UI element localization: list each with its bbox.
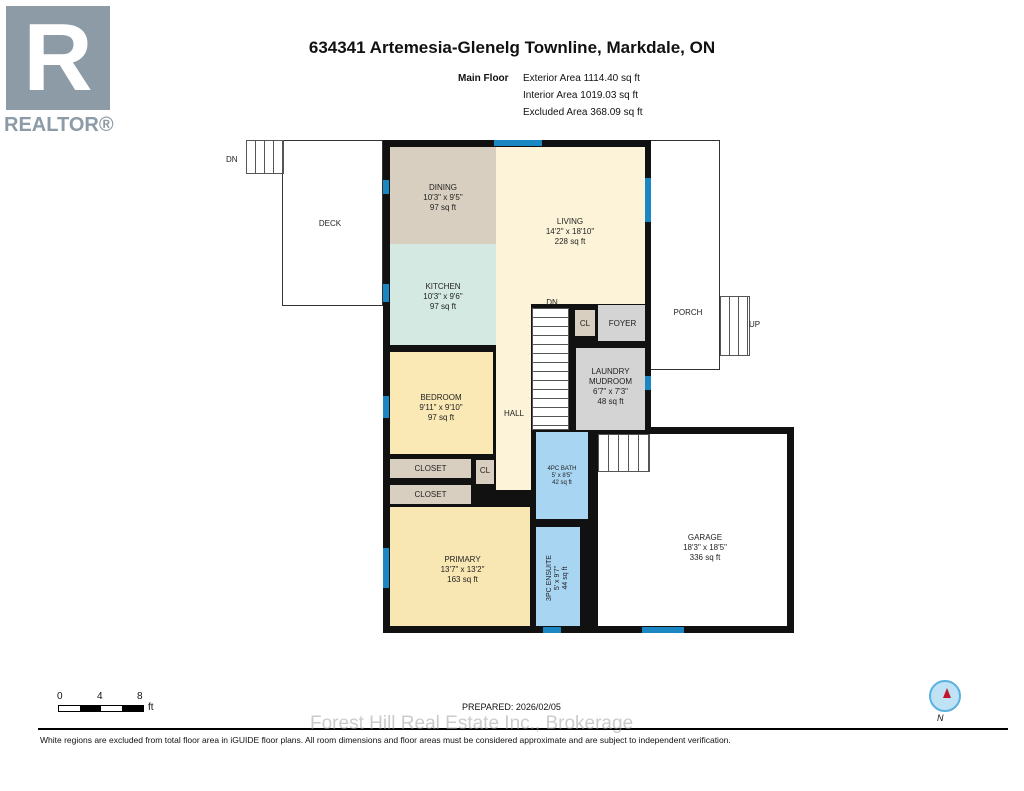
garage-stairs <box>598 434 650 472</box>
cl-label: CL <box>479 466 491 475</box>
exterior-area: Exterior Area 1114.40 sq ft <box>523 73 640 84</box>
window <box>642 627 684 633</box>
logo-text: REALTOR® <box>4 114 114 136</box>
room-4pc-bath <box>536 432 588 519</box>
name: DINING <box>429 183 457 192</box>
compass-icon <box>929 680 961 712</box>
porch-label: PORCH <box>673 308 703 317</box>
dims: 5' x 8'5" <box>551 473 573 479</box>
name: LAUNDRY MUDROOM <box>588 367 633 386</box>
scale-unit: ft <box>148 702 154 713</box>
dims: 18'3" x 18'5" <box>683 543 727 552</box>
name: GARAGE <box>687 533 723 542</box>
watermark: Forest Hill Real Estate Inc., Brokerage <box>310 713 634 734</box>
dims: 5' x 9'7" <box>554 565 561 591</box>
dn-label: DN <box>546 298 558 307</box>
dims: 10'3" x 9'5" <box>423 193 463 202</box>
room-laundry <box>576 348 645 430</box>
dims: 10'3" x 9'6" <box>423 292 463 301</box>
area: 48 sq ft <box>597 397 624 406</box>
area: 336 sq ft <box>689 553 721 562</box>
realtor-logo: R <box>6 6 110 110</box>
window <box>383 396 389 418</box>
window <box>543 627 561 633</box>
area: 42 sq ft <box>552 480 572 486</box>
dims: 14'2" x 18'10" <box>545 227 595 236</box>
area: 97 sq ft <box>429 302 457 311</box>
scale-bar <box>58 705 144 712</box>
window <box>645 376 651 390</box>
closet-2 <box>390 485 471 504</box>
area: 97 sq ft <box>429 203 457 212</box>
prepared-date: PREPARED: 2026/02/05 <box>462 702 561 712</box>
scale-tick: 8 <box>137 691 143 702</box>
window <box>383 548 389 588</box>
closet-1 <box>390 459 471 478</box>
hall-closet <box>476 460 494 484</box>
name: LIVING <box>556 217 584 226</box>
porch-stairs <box>720 296 750 356</box>
window <box>383 284 389 302</box>
name: BEDROOM <box>420 393 462 402</box>
foyer-closet <box>575 310 595 336</box>
area: 228 sq ft <box>554 237 586 246</box>
deck <box>282 140 383 306</box>
closet-label: CLOSET <box>414 464 447 473</box>
compass-label: N <box>937 713 944 723</box>
room-living <box>496 147 645 300</box>
name: 4PC BATH <box>547 466 577 472</box>
window <box>645 178 651 222</box>
scale-tick: 4 <box>97 691 103 702</box>
up-label: UP <box>749 320 761 329</box>
area: 44 sq ft <box>562 566 569 590</box>
deck-label: DECK <box>318 219 342 228</box>
window <box>494 140 542 146</box>
disclaimer: White regions are excluded from total fl… <box>40 735 731 745</box>
room-ensuite <box>536 527 580 626</box>
cl-label: CL <box>579 319 591 328</box>
foyer-label: FOYER <box>608 319 637 328</box>
area: 97 sq ft <box>427 413 455 422</box>
floor-label: Main Floor <box>458 73 509 84</box>
dn-label: DN <box>226 155 238 164</box>
area: 163 sq ft <box>447 575 478 584</box>
excluded-area: Excluded Area 368.09 sq ft <box>523 107 643 118</box>
dims: 9'11" x 9'10" <box>419 403 463 412</box>
stair-landing <box>531 298 645 304</box>
dims: 13'7" x 13'2" <box>440 565 485 574</box>
name: KITCHEN <box>425 282 461 291</box>
name: 3PC ENSUITE <box>546 555 553 601</box>
deck-stairs <box>246 140 284 174</box>
stairs-down <box>532 308 569 430</box>
room-bedroom <box>390 352 493 454</box>
interior-area: Interior Area 1019.03 sq ft <box>523 90 639 101</box>
scale-tick: 0 <box>57 691 63 702</box>
room-dining <box>390 147 496 244</box>
page-title: 634341 Artemesia-Glenelg Townline, Markd… <box>308 38 716 57</box>
dims: 6'7" x 7'3" <box>593 387 628 396</box>
hall-label: HALL <box>503 409 524 418</box>
porch <box>650 140 720 370</box>
logo-letter: R <box>23 4 93 111</box>
closet-label: CLOSET <box>414 490 447 499</box>
footer-line <box>38 728 1008 730</box>
hall <box>496 298 531 490</box>
room-primary <box>390 507 530 626</box>
room-kitchen <box>390 244 496 345</box>
window <box>383 180 389 194</box>
foyer <box>598 305 645 341</box>
name: PRIMARY <box>444 555 481 564</box>
